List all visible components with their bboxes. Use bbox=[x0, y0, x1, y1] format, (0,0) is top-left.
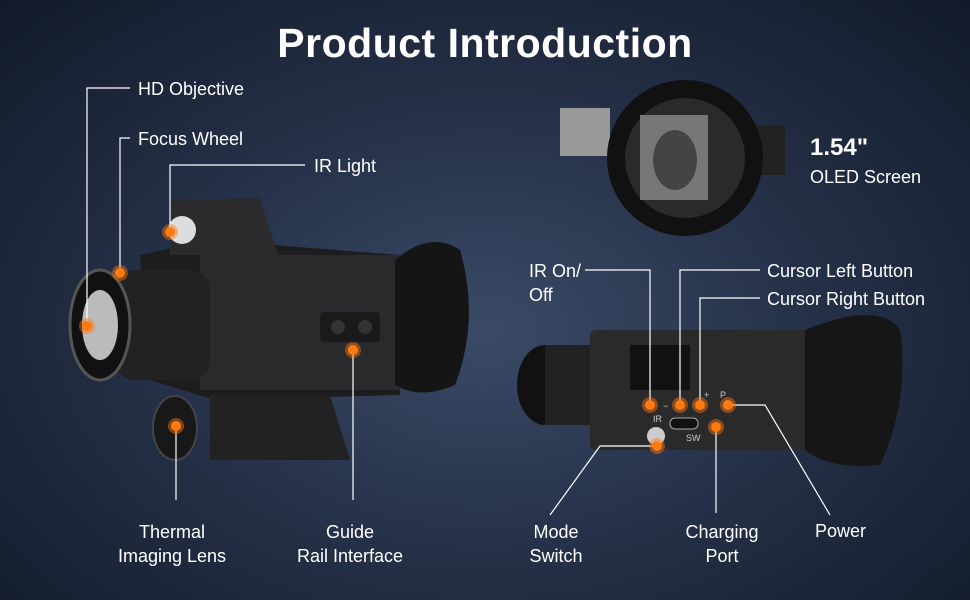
guide-line2: Rail Interface bbox=[296, 546, 404, 566]
focus-wheel-label: Focus Wheel bbox=[138, 129, 244, 149]
thermal-lens-label: Thermal Imaging Lens bbox=[106, 520, 238, 568]
minus-mark: − bbox=[663, 401, 668, 411]
mode-line1: Mode bbox=[533, 522, 579, 542]
ir-onoff-label: IR On/ Off bbox=[529, 259, 581, 307]
ir-mark: IR bbox=[653, 414, 663, 424]
ir-light-label: IR Light bbox=[314, 156, 377, 176]
charging-port-marker bbox=[711, 422, 721, 432]
charging-line1: Charging bbox=[685, 522, 759, 542]
screen-size: 1.54" bbox=[810, 134, 869, 161]
sw-mark: SW bbox=[686, 433, 701, 443]
callout-lines bbox=[86, 87, 831, 516]
ir-light-marker bbox=[165, 227, 175, 237]
power-marker bbox=[723, 400, 733, 410]
focus-wheel-marker bbox=[115, 268, 125, 278]
page-title: Product Introduction bbox=[277, 20, 693, 66]
thermal-line2: Imaging Lens bbox=[117, 546, 227, 566]
ir-onoff-line2: Off bbox=[529, 285, 553, 305]
power-label: Power bbox=[815, 521, 867, 541]
charging-line2: Port bbox=[705, 546, 739, 566]
hd-objective-label: HD Objective bbox=[138, 79, 245, 99]
thermal-lens-marker bbox=[171, 421, 181, 431]
charging-port-label: Charging Port bbox=[672, 520, 772, 568]
objective-marker bbox=[82, 321, 92, 331]
mode-switch-marker bbox=[652, 441, 662, 451]
left-scope-image bbox=[68, 198, 469, 461]
screen-type: OLED Screen bbox=[810, 167, 922, 187]
plus-mark: + bbox=[704, 390, 709, 400]
cursor-right-marker bbox=[695, 400, 705, 410]
mode-switch-label: Mode Switch bbox=[516, 520, 596, 568]
mode-line2: Switch bbox=[529, 546, 583, 566]
thermal-line1: Thermal bbox=[138, 522, 205, 542]
ir-onoff-line1: IR On/ bbox=[529, 261, 582, 281]
ir-button-marker bbox=[645, 400, 655, 410]
guide-line1: Guide bbox=[325, 522, 375, 542]
guide-rail-marker bbox=[348, 345, 358, 355]
screen-view-image bbox=[560, 80, 785, 236]
p-mark: P bbox=[720, 390, 726, 400]
cursor-right-label: Cursor Right Button bbox=[767, 289, 926, 309]
guide-rail-label: Guide Rail Interface bbox=[288, 520, 412, 568]
right-scope-image: IR − + P SW bbox=[517, 315, 903, 466]
cursor-left-marker bbox=[675, 400, 685, 410]
cursor-left-label: Cursor Left Button bbox=[767, 261, 914, 281]
